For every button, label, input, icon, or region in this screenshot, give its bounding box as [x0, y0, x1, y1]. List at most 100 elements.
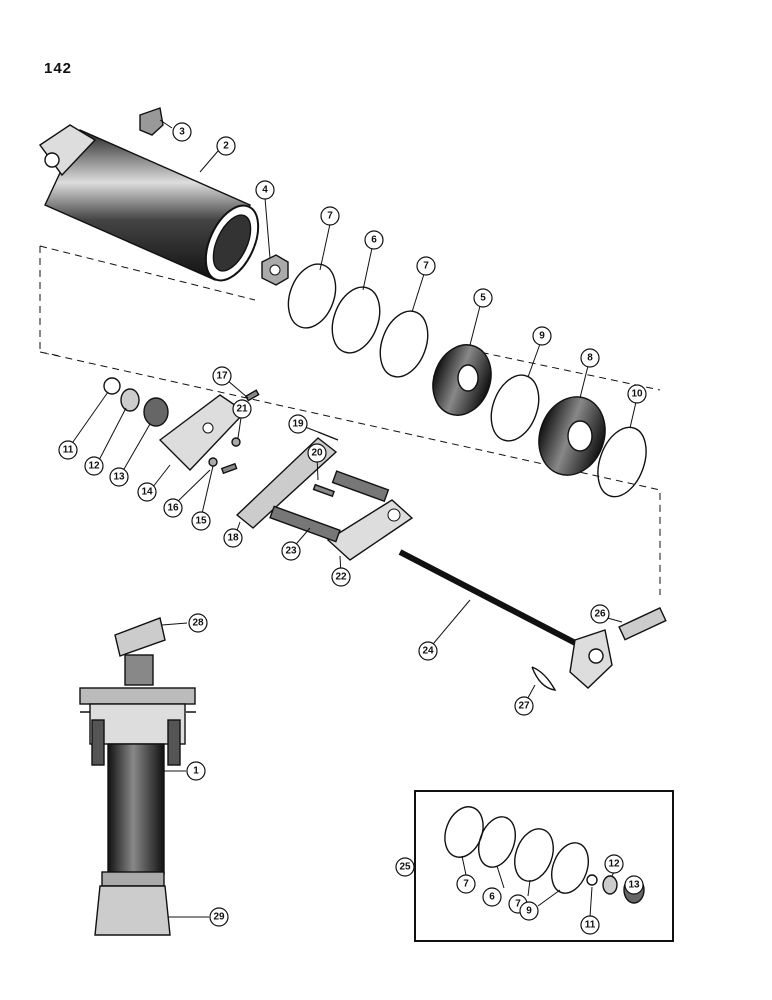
svg-text:11: 11 [585, 920, 596, 931]
svg-text:17: 17 [216, 371, 228, 382]
svg-text:15: 15 [195, 516, 207, 527]
page-number: 142 [44, 60, 73, 77]
svg-text:12: 12 [608, 859, 620, 870]
svg-text:10: 10 [631, 389, 643, 400]
callout-24: 24 [418, 641, 438, 661]
svg-text:24: 24 [422, 646, 434, 657]
svg-text:4: 4 [262, 185, 268, 196]
nut-21 [231, 437, 241, 447]
cylinder-barrel [39, 124, 260, 282]
svg-text:8: 8 [587, 353, 593, 364]
svg-text:12: 12 [88, 461, 100, 472]
spring-23a [269, 505, 341, 543]
callout-2: 2 [216, 136, 236, 156]
callout-7a: 7 [320, 206, 340, 226]
svg-text:9: 9 [526, 906, 532, 917]
kit-callout-9: 9 [519, 901, 539, 921]
callout-3: 3 [172, 122, 192, 142]
svg-text:27: 27 [518, 701, 530, 712]
callout-29: 29 [209, 907, 229, 927]
backup-ring-7a [287, 263, 337, 329]
svg-text:19: 19 [292, 419, 304, 430]
callout-10: 10 [627, 384, 647, 404]
callout-18: 18 [223, 528, 243, 548]
kit-callout-6: 6 [482, 887, 502, 907]
svg-text:7: 7 [515, 899, 521, 910]
svg-text:29: 29 [213, 912, 225, 923]
callout-1: 1 [186, 761, 206, 781]
svg-text:7: 7 [423, 261, 429, 272]
callout-14: 14 [137, 482, 157, 502]
callout-11: 11 [58, 440, 78, 460]
callout-7b: 7 [416, 256, 436, 276]
kit-washer-12 [602, 875, 618, 895]
seal-13 [143, 397, 169, 427]
callout-15: 15 [191, 511, 211, 531]
callout-21: 21 [232, 399, 252, 419]
setscrew-17 [244, 389, 260, 402]
bolt-15 [220, 462, 238, 475]
kit-wear-ring-9 [551, 842, 589, 894]
callout-5: 5 [473, 288, 493, 308]
washer-16 [208, 457, 218, 467]
callout-4: 4 [255, 180, 275, 200]
callout-26: 26 [590, 604, 610, 624]
kit-backup-ring-7b [514, 828, 554, 882]
svg-text:18: 18 [227, 533, 239, 544]
svg-text:20: 20 [311, 448, 323, 459]
bolt-20 [312, 483, 335, 498]
svg-text:16: 16 [167, 503, 179, 514]
svg-text:23: 23 [285, 546, 297, 557]
assembly-dashed-guide [39, 245, 661, 595]
callout-27: 27 [514, 696, 534, 716]
elbow-fitting [139, 107, 164, 136]
callout-9: 9 [532, 326, 552, 346]
mounting-plate [158, 394, 247, 472]
svg-text:22: 22 [335, 572, 347, 583]
callout-13: 13 [109, 467, 129, 487]
clevis-pin [618, 607, 667, 641]
svg-text:7: 7 [327, 211, 333, 222]
svg-text:5: 5 [480, 293, 486, 304]
svg-text:13: 13 [628, 880, 640, 891]
callout-16: 16 [163, 498, 183, 518]
callout-12: 12 [84, 456, 104, 476]
callout-28: 28 [188, 613, 208, 633]
svg-text:6: 6 [371, 235, 377, 246]
callout-22: 22 [331, 567, 351, 587]
svg-text:25: 25 [399, 862, 411, 873]
svg-text:6: 6 [489, 892, 495, 903]
cylinder-assembly-view [79, 617, 196, 936]
svg-text:28: 28 [192, 618, 204, 629]
callout-17: 17 [212, 366, 232, 386]
callout-19: 19 [288, 414, 308, 434]
piston-rod [398, 549, 613, 689]
pin-19 [317, 431, 339, 441]
kit-callout-13: 13 [624, 875, 644, 895]
cylinder-gland [538, 396, 606, 476]
kit-callout-11: 11 [580, 915, 600, 935]
washer-12 [120, 388, 140, 412]
callout-6: 6 [364, 230, 384, 250]
kit-o-ring-11 [586, 874, 598, 886]
callout-23: 23 [281, 541, 301, 561]
snap-ring-10 [597, 426, 647, 498]
kit-callout-12: 12 [604, 854, 624, 874]
svg-text:26: 26 [594, 609, 606, 620]
wear-ring-9 [490, 374, 540, 442]
backup-ring-7b [379, 310, 429, 378]
svg-text:7: 7 [463, 879, 469, 890]
svg-text:1: 1 [193, 766, 199, 777]
callout-8: 8 [580, 348, 600, 368]
kit-callout-25: 25 [395, 857, 415, 877]
svg-text:9: 9 [539, 331, 545, 342]
svg-text:14: 14 [141, 487, 153, 498]
o-ring-6 [331, 286, 381, 354]
leader-lines [67, 119, 637, 918]
piston [432, 344, 492, 416]
svg-text:13: 13 [113, 472, 125, 483]
seal-kit-box [414, 790, 674, 942]
svg-text:2: 2 [223, 141, 229, 152]
